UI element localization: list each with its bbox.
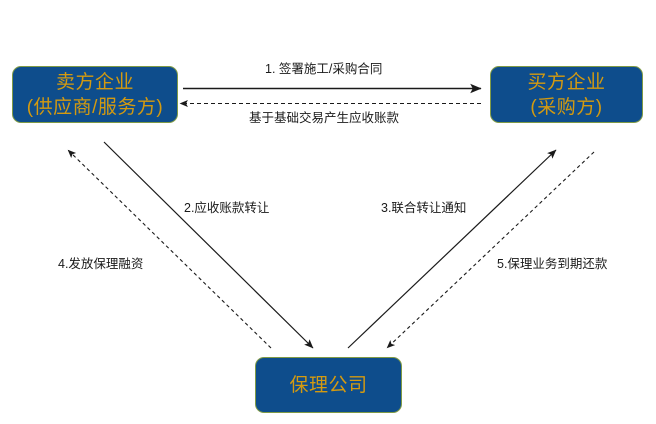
connector-notice xyxy=(347,149,557,349)
node-seller-title: 卖方企业 xyxy=(55,71,134,93)
node-buyer-enterprise[interactable]: 买方企业 (采购方) xyxy=(490,66,643,123)
connector-repay xyxy=(386,151,595,349)
node-seller-enterprise[interactable]: 卖方企业 (供应商/服务方) xyxy=(12,66,178,123)
node-buyer-subtitle: (采购方) xyxy=(530,96,603,118)
node-factoring-title: 保理公司 xyxy=(289,374,368,396)
edge-label-funding: 4.发放保理融资 xyxy=(58,257,144,271)
node-buyer-title: 买方企业 xyxy=(527,71,606,93)
edge-label-receivable: 基于基础交易产生应收账款 xyxy=(249,111,400,125)
connector-funding xyxy=(67,149,272,349)
edge-label-notice: 3.联合转让通知 xyxy=(381,201,467,215)
node-seller-subtitle: (供应商/服务方) xyxy=(26,96,164,118)
edge-label-repay: 5.保理业务到期还款 xyxy=(497,257,608,271)
connector-transfer xyxy=(103,141,314,349)
edge-label-transfer: 2.应收账款转让 xyxy=(184,201,270,215)
edge-label-contract: 1. 签署施工/采购合同 xyxy=(265,62,383,76)
node-factoring-company[interactable]: 保理公司 xyxy=(255,357,402,413)
